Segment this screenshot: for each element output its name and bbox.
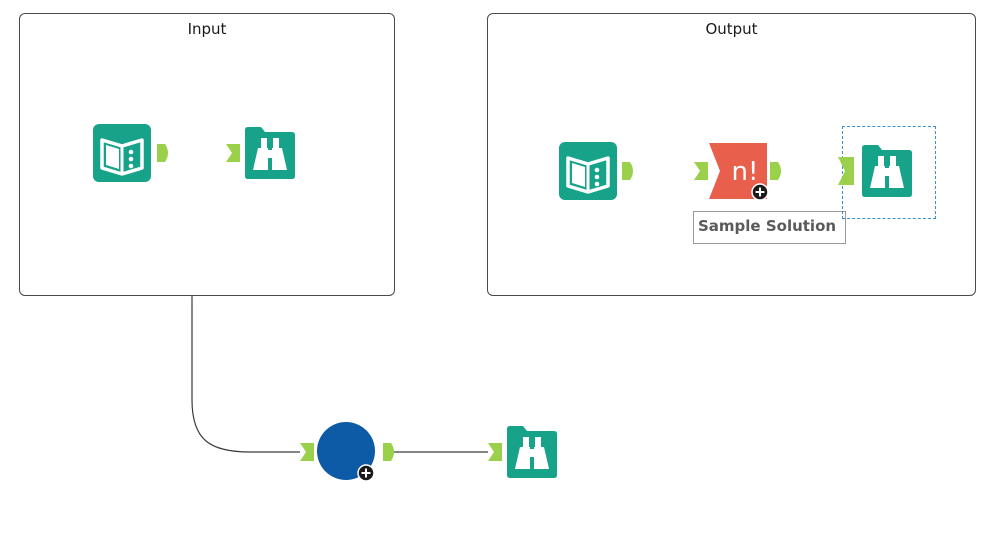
input-anchor[interactable] — [838, 157, 854, 185]
input-data-tool[interactable] — [93, 124, 151, 182]
sample-tool-label: n! — [732, 157, 759, 187]
input-anchor[interactable] — [488, 443, 502, 461]
tool-tooltip: Sample Solution — [693, 211, 846, 244]
n-factorial-icon: n! — [709, 143, 769, 201]
browse-tool[interactable] — [241, 124, 299, 182]
macro-tool[interactable] — [315, 420, 379, 484]
selection-box — [842, 126, 936, 219]
binoculars-icon — [245, 127, 295, 179]
output-anchor[interactable] — [622, 162, 636, 180]
container-title: Input — [187, 20, 227, 38]
blue-circle-icon — [317, 422, 375, 482]
output-anchor[interactable] — [383, 443, 397, 461]
input-anchor[interactable] — [226, 144, 240, 162]
book-icon — [93, 124, 151, 182]
input-data-tool[interactable] — [559, 142, 617, 200]
container-input[interactable]: Input — [19, 13, 395, 296]
binoculars-icon — [507, 426, 557, 478]
input-anchor[interactable] — [694, 162, 708, 180]
browse-tool-selected[interactable] — [858, 142, 916, 200]
book-icon — [559, 142, 617, 200]
browse-tool[interactable] — [503, 423, 561, 481]
output-anchor[interactable] — [770, 162, 784, 180]
sample-tool[interactable]: n! — [709, 142, 769, 202]
container-title: Output — [705, 20, 758, 38]
binoculars-icon — [862, 145, 912, 197]
input-anchor[interactable] — [300, 443, 314, 461]
output-anchor[interactable] — [157, 144, 171, 162]
